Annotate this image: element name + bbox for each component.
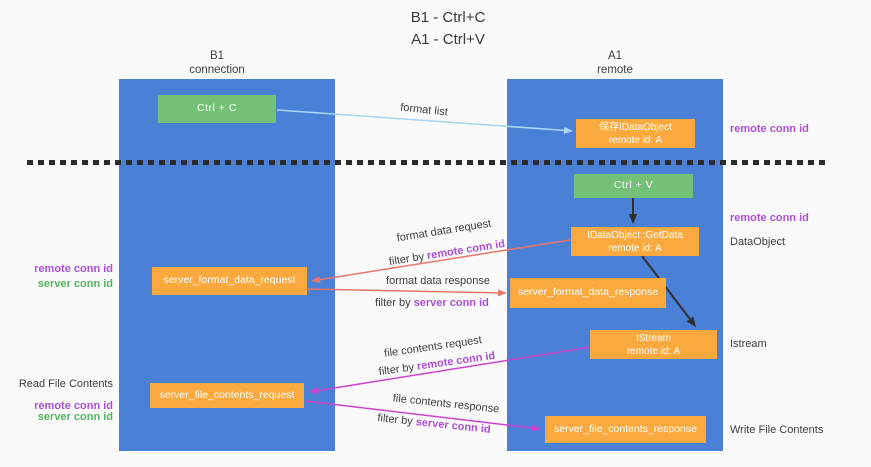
ctrl-c-label: Ctrl + C: [197, 102, 237, 115]
getdata-line2: remote id: A: [608, 242, 662, 254]
server-conn-id-annotation-left-2: server conn id: [37, 411, 113, 423]
file-response-arrow-head: [531, 424, 541, 432]
server-format-data-request-label: server_format_data_request: [163, 274, 296, 287]
remote-conn-id-annotation-left-1: remote conn id: [34, 263, 113, 275]
server-format-data-response-label: server_format_data_response: [517, 286, 659, 299]
server-conn-id-annotation-left-1: server conn id: [37, 278, 113, 290]
ctrl-v-box: Ctrl + V: [574, 174, 693, 198]
istream-line2: remote id: A: [626, 345, 681, 357]
server-file-contents-request-box: server_file_contents_request: [150, 383, 304, 408]
remote-conn-id-annotation-left-2: remote conn id: [34, 400, 113, 412]
b1-sublabel: connection: [189, 64, 245, 77]
file-request-arrow: [317, 346, 592, 392]
server-format-data-request-box: server_format_data_request: [152, 267, 307, 295]
ctrlv-to-getdata-arrow-head: [628, 214, 638, 224]
server-format-data-response-box: server_format_data_response: [510, 278, 666, 308]
format-list-arrow: [276, 109, 565, 132]
column-header-b1: B1 connection: [147, 49, 287, 78]
save-idataobject-line2: remote id: A: [608, 134, 663, 146]
remote-conn-id-annotation-1: remote conn id: [730, 123, 809, 135]
a1-sublabel: remote: [597, 64, 633, 77]
format-response-arrow-head: [497, 289, 507, 297]
istream-annotation: Istream: [730, 338, 767, 350]
format-response-arrow: [306, 288, 499, 294]
ctrl-v-label: Ctrl + V: [613, 179, 654, 192]
format-data-response-label: format data response: [386, 275, 490, 287]
dataobject-annotation: DataObject: [730, 236, 786, 248]
save-idataobject-box: 保存IDataObject remote id: A: [576, 119, 695, 148]
diagram-title: B1 - Ctrl+C A1 - Ctrl+V: [348, 7, 548, 51]
read-file-contents-annotation: Read File Contents: [18, 378, 113, 390]
istream-box: IStream remote id: A: [590, 330, 717, 359]
server-file-contents-response-label: server_file_contents_response: [553, 422, 697, 435]
format-list-arrow-head: [563, 126, 573, 134]
istream-line1: IStream: [635, 332, 671, 344]
title-line-1: B1 - Ctrl+C: [410, 9, 486, 26]
format-request-arrow: [319, 239, 571, 281]
filter-by-text: filter by: [375, 297, 414, 309]
getdata-to-istream-arrow-head: [686, 316, 696, 327]
a1-label: A1: [607, 50, 623, 62]
file-response-arrow: [304, 400, 533, 429]
server-file-contents-request-label: server_file_contents_request: [159, 388, 295, 401]
b1-label: B1: [209, 50, 225, 62]
remote-conn-id-annotation-2: remote conn id: [730, 212, 809, 224]
idataobject-getdata-box: IDataObject::GetData remote id: A: [571, 227, 699, 256]
ctrl-c-box: Ctrl + C: [158, 95, 276, 123]
server-file-contents-response-box: server_file_contents_response: [545, 416, 706, 443]
write-file-contents-annotation: Write File Contents: [730, 424, 824, 436]
file-request-arrow-head: [309, 387, 319, 395]
title-line-2: A1 - Ctrl+V: [411, 30, 485, 48]
format-request-arrow-head: [311, 276, 321, 284]
save-idataobject-line1: 保存IDataObject: [599, 121, 672, 133]
phase-separator-dashed-line: [27, 160, 830, 165]
format-data-response-filter: filter by server conn id: [375, 297, 489, 309]
server-conn-id-key: server conn id: [413, 297, 489, 309]
column-header-a1: A1 remote: [545, 49, 685, 78]
getdata-line1: IDataObject::GetData: [587, 229, 683, 241]
